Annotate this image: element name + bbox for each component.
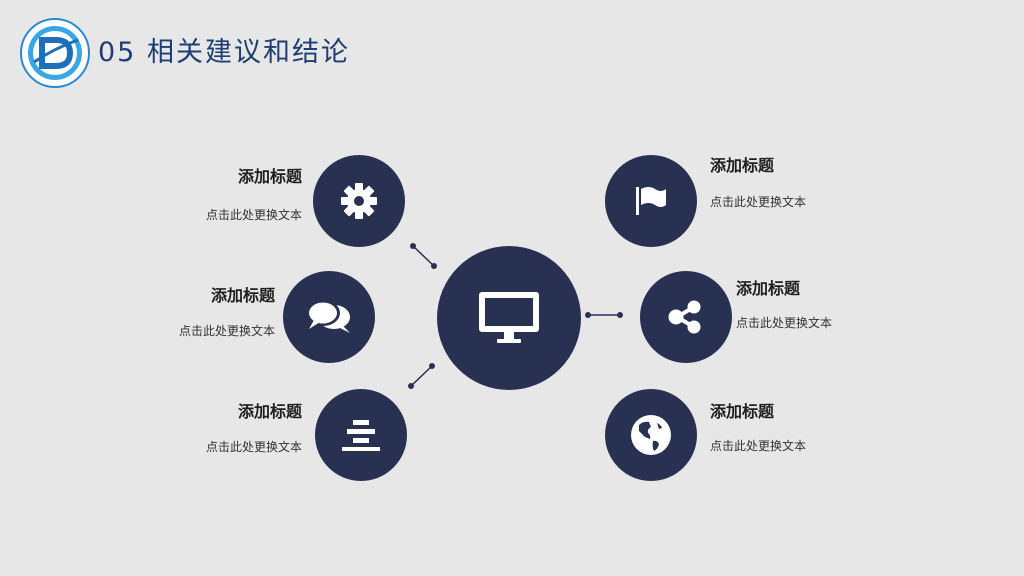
item-circle: [315, 389, 407, 481]
university-logo-icon: [20, 18, 90, 88]
item-text: 点击此处更换文本: [736, 316, 833, 330]
item-heading: 添加标题: [710, 156, 775, 175]
item-text: 点击此处更换文本: [710, 195, 807, 209]
item-circle: [605, 155, 697, 247]
item-heading: 添加标题: [210, 286, 275, 305]
globe-icon: [631, 415, 671, 455]
stacked-bars-icon: [342, 420, 380, 451]
item-circle: [283, 271, 375, 363]
item-heading: 添加标题: [237, 167, 302, 186]
gear-icon: [341, 183, 377, 219]
item-heading: 添加标题: [710, 402, 775, 421]
item-text: 点击此处更换文本: [178, 324, 275, 338]
center-circle: [437, 246, 581, 390]
share-icon: [668, 300, 701, 334]
item-circle: [605, 389, 697, 481]
item-heading: 添加标题: [736, 279, 801, 298]
item-circle: [313, 155, 405, 247]
monitor-icon: [479, 292, 539, 343]
item-text: 点击此处更换文本: [205, 440, 302, 454]
item-heading: 添加标题: [237, 402, 302, 421]
chat-bubbles-icon: [306, 300, 350, 333]
item-text: 点击此处更换文本: [205, 208, 302, 222]
flag-icon: [636, 187, 666, 215]
item-circle: [640, 271, 732, 363]
item-text: 点击此处更换文本: [710, 439, 807, 453]
page-title: 05 相关建议和结论: [98, 37, 350, 68]
